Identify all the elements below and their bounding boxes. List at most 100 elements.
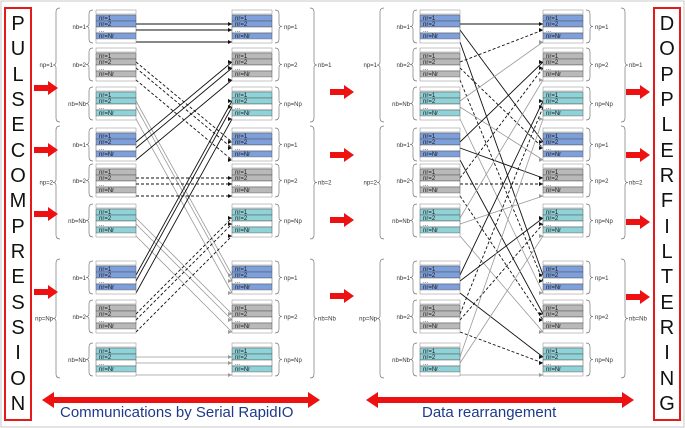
data-block: nr=1nr=2...nr=Nr <box>419 127 461 162</box>
connection-line <box>459 106 544 315</box>
brace <box>409 203 418 238</box>
block-footer <box>542 156 584 162</box>
pulse-compression-letter: P <box>11 13 25 35</box>
brace <box>409 127 418 162</box>
cell-label: nr=2 <box>235 60 248 66</box>
cell-label: nr=Nr <box>546 324 561 330</box>
cell-label: ... <box>99 182 104 188</box>
stage-span-arrows <box>42 392 634 408</box>
arrowhead <box>228 158 232 162</box>
connection-line <box>459 29 544 143</box>
arrowhead <box>539 291 543 295</box>
arrowhead <box>539 78 543 82</box>
block-footer <box>95 115 137 121</box>
arrowhead <box>228 312 232 316</box>
cell-label: nr=2 <box>99 22 112 28</box>
brace <box>274 342 283 377</box>
block-footer <box>231 115 273 121</box>
block-footer <box>95 76 137 82</box>
cell-label: nr=Nr <box>546 34 561 40</box>
arrowhead <box>539 279 543 283</box>
cell-label: nr=Nr <box>99 34 114 40</box>
connection-line <box>135 223 233 321</box>
flow-arrow <box>626 290 650 304</box>
block-footer <box>95 289 137 295</box>
block-footer <box>231 371 273 377</box>
brace-label: nb=1 <box>72 276 86 282</box>
arrowhead <box>228 291 232 295</box>
brace <box>274 127 283 162</box>
block-header <box>542 127 584 133</box>
brace-label: np=2 <box>284 315 298 321</box>
brace-label: nb=2 <box>72 63 86 69</box>
doppler-filtering-letter: O <box>659 38 675 61</box>
cell-label: nr=Nr <box>99 228 114 234</box>
block-header <box>419 86 461 92</box>
cell-label: nr=Nr <box>423 152 438 158</box>
cell-label: nr=Nr <box>235 228 250 234</box>
connection-line <box>459 41 544 102</box>
block-footer <box>419 156 461 162</box>
arrowhead <box>228 22 232 26</box>
brace-label: nb=2 <box>396 63 410 69</box>
connection-line <box>459 217 544 282</box>
brace <box>274 47 283 82</box>
connection-line <box>459 61 544 143</box>
cell-label: nr=Nr <box>423 324 438 330</box>
cell-label: nr=Nr <box>99 188 114 194</box>
data-block: nr=1nr=2...nr=Nr <box>542 127 584 162</box>
cell-label: nr=2 <box>235 216 248 222</box>
flow-arrow <box>34 285 58 299</box>
data-block: nr=1nr=2...nr=Nr <box>231 342 273 377</box>
cell-label: nr=2 <box>99 176 112 182</box>
brace-label: nb=2 <box>318 181 332 187</box>
block-header <box>419 9 461 15</box>
data-block: nr=1nr=2...nr=Nr <box>231 9 273 44</box>
brace <box>85 47 94 82</box>
brace-label: np=1 <box>363 63 377 69</box>
arrowhead <box>539 355 543 359</box>
brace <box>585 127 594 162</box>
cell-label: ... <box>546 182 551 188</box>
block-header <box>419 260 461 266</box>
cell-label: nr=2 <box>99 312 112 318</box>
data-block: nr=1nr=2...nr=Nr <box>95 86 137 121</box>
cell-label: nr=Nr <box>546 228 561 234</box>
block-header <box>542 163 584 169</box>
cell-label: nr=2 <box>546 22 559 28</box>
cell-label: nr=1 <box>99 306 112 312</box>
block-footer <box>95 192 137 198</box>
arrowhead <box>228 99 232 103</box>
cell-label: nr=1 <box>546 210 559 216</box>
cell-label: nr=1 <box>235 16 248 22</box>
brace <box>409 299 418 334</box>
cell-label: nr=2 <box>235 99 248 105</box>
cell-label: nr=1 <box>99 267 112 273</box>
cell-label: nr=Nr <box>99 367 114 373</box>
block-header <box>231 299 273 305</box>
arrowhead <box>228 234 232 238</box>
cell-label: nr=2 <box>423 60 436 66</box>
connection-line <box>459 100 544 276</box>
caption-data-rearrangement: Data rearrangement <box>422 404 557 421</box>
cell-label: nr=2 <box>546 216 559 222</box>
brace <box>376 125 385 240</box>
block-header <box>95 9 137 15</box>
doppler-filtering-letter: E <box>660 291 674 314</box>
arrowhead <box>228 194 232 198</box>
block-header <box>542 299 584 305</box>
brace-label: nb=1 <box>72 143 86 149</box>
connection-line <box>459 67 544 179</box>
data-block: nr=1nr=2...nr=Nr <box>95 163 137 198</box>
brace <box>585 163 594 198</box>
doppler-filtering-letter: E <box>660 139 674 162</box>
block-footer <box>419 38 461 44</box>
cell-label: ... <box>546 279 551 285</box>
brace <box>85 260 94 295</box>
cell-label: ... <box>99 146 104 152</box>
cell-label: ... <box>546 105 551 111</box>
block-header <box>542 342 584 348</box>
cell-label: nr=Nr <box>546 111 561 117</box>
